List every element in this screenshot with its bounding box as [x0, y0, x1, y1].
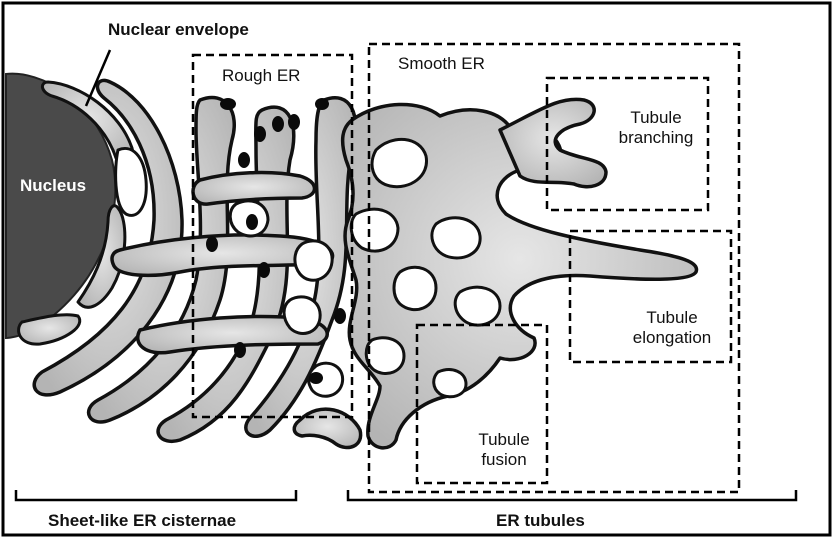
smooth-er-label: Smooth ER [398, 54, 485, 74]
tubule-branching-label: Tubule branching [606, 108, 706, 147]
ribosome [288, 114, 300, 130]
tubule-elongation-line-1: Tubule [616, 308, 728, 328]
nucleus-label: Nucleus [20, 176, 86, 196]
ribosome [258, 262, 270, 278]
er-tubules-bracket [348, 490, 796, 500]
ribosome [206, 236, 218, 252]
sheet-cisternae-bracket [16, 490, 296, 500]
rough-er-label: Rough ER [222, 66, 300, 86]
tubule-branching-line-2: branching [606, 128, 706, 148]
tubule-fusion-line-1: Tubule [462, 430, 546, 450]
sheet-cisternae-label: Sheet-like ER cisternae [48, 511, 236, 531]
tubule-fusion-line-2: fusion [462, 450, 546, 470]
er-network [34, 80, 696, 447]
ribosome [220, 98, 236, 110]
ribosome [272, 116, 284, 132]
ribosome [254, 126, 266, 142]
ribosome [246, 214, 258, 230]
ribosome [309, 372, 323, 384]
ribosome [315, 98, 329, 110]
ribosome [238, 152, 250, 168]
tubule-fusion-label: Tubule fusion [462, 430, 546, 469]
ribosome [334, 308, 346, 324]
tubule-elongation-label: Tubule elongation [616, 308, 728, 347]
er-tubules-label: ER tubules [496, 511, 585, 531]
nuclear-envelope-label: Nuclear envelope [108, 20, 249, 40]
tubule-branching-line-1: Tubule [606, 108, 706, 128]
tubule-elongation-line-2: elongation [616, 328, 728, 348]
ribosome [234, 342, 246, 358]
